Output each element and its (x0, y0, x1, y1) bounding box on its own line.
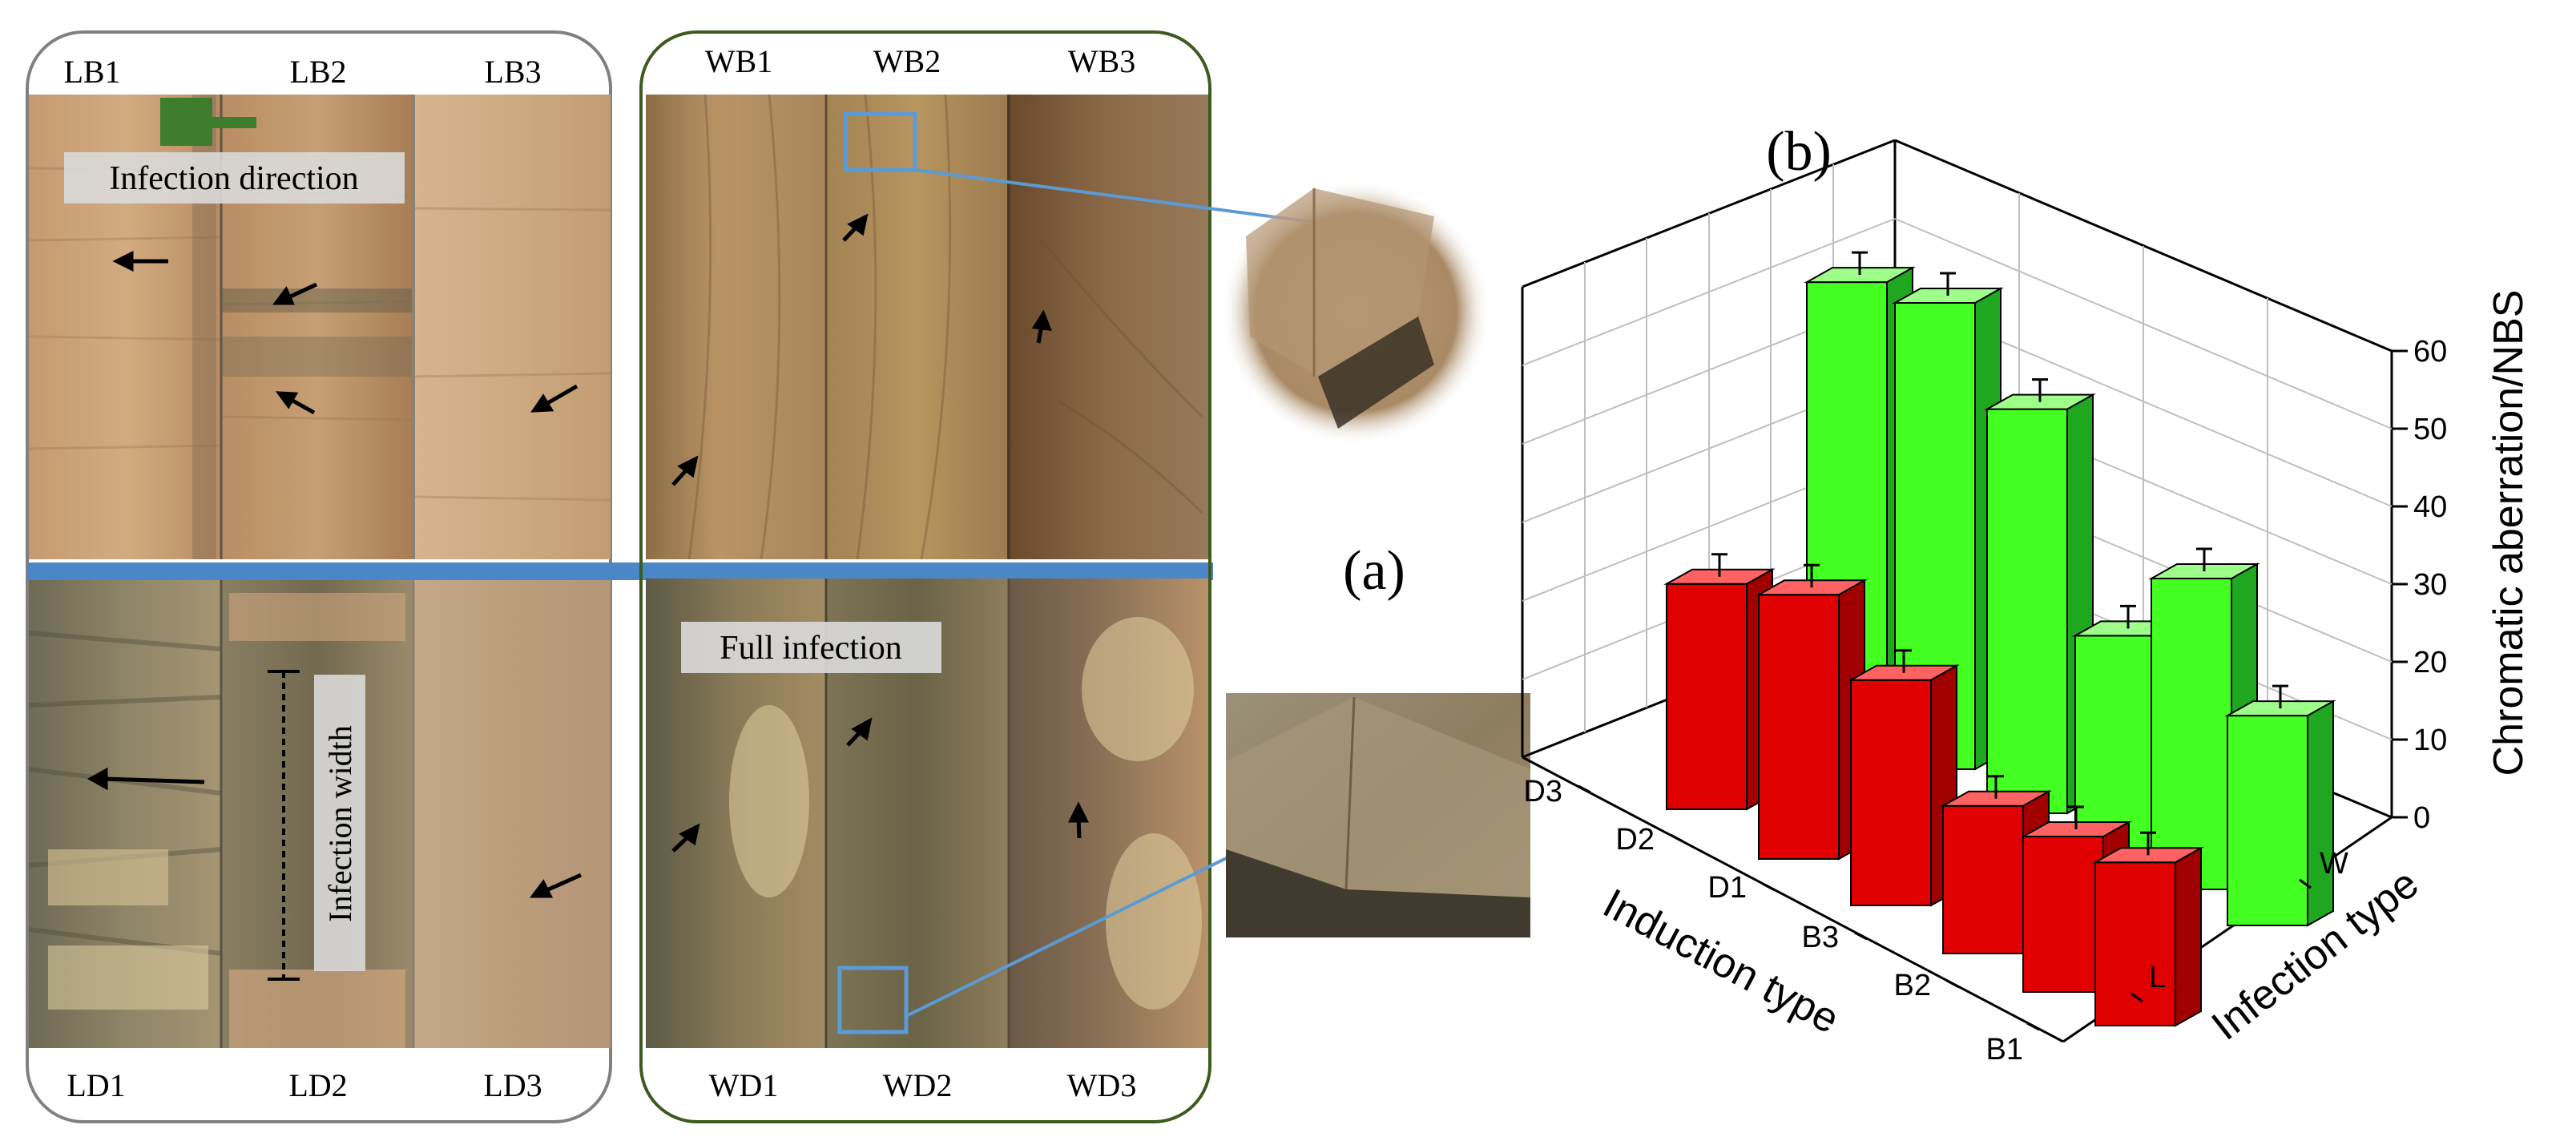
label-LD2: LD2 (288, 1067, 347, 1103)
label-WB2: WB2 (873, 43, 941, 79)
bar-side-face (2175, 846, 2202, 1027)
y-tick-L: L (2149, 961, 2166, 994)
label-LD3: LD3 (483, 1067, 542, 1103)
bar-front-face (2074, 635, 2156, 854)
z-tick-50: 50 (2413, 413, 2447, 446)
bar-L-B1 (2092, 831, 2204, 1027)
infection-width-label: Infection width (322, 725, 358, 922)
callout-box-top (843, 111, 917, 172)
right-sample-frame (639, 30, 1211, 1123)
bar-L-D2 (1756, 563, 1868, 861)
bar-L-D3 (1663, 553, 1776, 811)
bar-front-face (2151, 578, 2232, 890)
bars-layer (1663, 251, 2336, 1027)
bar-front-face (1758, 594, 1840, 860)
x-tick-D3: D3 (1523, 775, 1562, 808)
full-infection-label: Full infection (720, 630, 901, 667)
z-tick-10: 10 (2413, 724, 2447, 757)
inset-photo-top (1221, 180, 1490, 445)
bar-front-face (2227, 715, 2308, 926)
panel-a-label: (a) (1343, 540, 1405, 602)
bar-W-D1 (1984, 378, 2096, 815)
bar-front-face (1850, 679, 1932, 906)
label-LB2: LB2 (289, 54, 346, 90)
label-WB3: WB3 (1068, 43, 1135, 79)
x-tick-B3: B3 (1802, 921, 1839, 954)
callout-box-bottom (837, 966, 909, 1034)
z-tick-30: 30 (2413, 568, 2447, 602)
z-tick-40: 40 (2413, 490, 2447, 524)
x-tick-B1: B1 (1986, 1033, 2023, 1066)
bar-front-face (1942, 804, 2024, 954)
panel-b-label: (b) (1766, 121, 1832, 183)
infection-direction-arrow (160, 98, 256, 146)
label-LB3: LB3 (484, 54, 541, 90)
label-WD3: WD3 (1067, 1067, 1137, 1103)
panel-a: LB1 LB2 LB3 LD1 LD2 LD3 Infection direct… (26, 30, 1530, 1123)
panel-b: (b) (1521, 121, 2532, 1066)
label-LB1: LB1 (63, 54, 120, 90)
arrow-markers-left (87, 250, 583, 898)
photo-LB3 (413, 95, 611, 559)
z-tick-60: 60 (2413, 335, 2447, 369)
label-WB1: WB1 (705, 43, 772, 79)
arrow-markers-right (671, 213, 1090, 853)
bar-front-face (1666, 583, 1748, 810)
bar-L-D1 (1848, 649, 1960, 907)
z-tick-20: 20 (2413, 646, 2447, 679)
x-tick-D2: D2 (1615, 823, 1655, 857)
infection-direction-label: Infection direction (109, 160, 358, 197)
y-tick-W: W (2320, 847, 2348, 881)
z-tick-0: 0 (2413, 801, 2430, 835)
photo-WB1 (646, 95, 826, 559)
photo-LD3 (413, 579, 611, 1048)
label-LD1: LD1 (67, 1067, 125, 1103)
bar-front-face (1986, 408, 2068, 814)
infection-width-marker (268, 670, 300, 981)
photo-WB2 (826, 95, 1009, 559)
bar-W-B1 (2224, 684, 2336, 927)
inset-photo-bottom (1226, 693, 1530, 937)
x-axis-ticks (1578, 784, 2040, 1031)
z-axis-title: Chromatic aberration/NBS (2485, 290, 2532, 776)
bar-side-face (2307, 700, 2334, 927)
y-axis-ticks (2131, 878, 2312, 1003)
bar-front-face (2094, 861, 2176, 1026)
x-tick-B2: B2 (1894, 969, 1931, 1002)
row-divider-bar (27, 562, 1213, 580)
label-WD1: WD1 (709, 1067, 779, 1103)
bar-front-face (2022, 836, 2104, 993)
label-WD2: WD2 (883, 1067, 953, 1103)
x-tick-D1: D1 (1707, 871, 1747, 905)
z-axis (2392, 349, 2408, 819)
